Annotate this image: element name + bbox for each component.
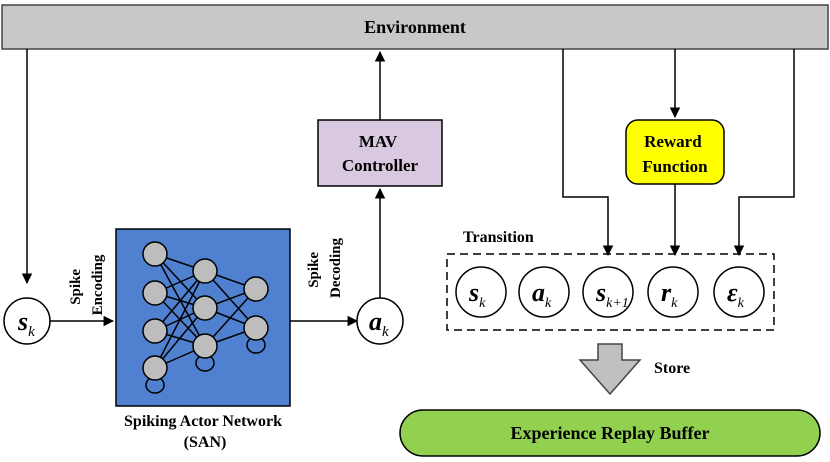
transition-label: Transition (463, 229, 534, 246)
store-label: Store (654, 360, 690, 377)
transition-item-circle (518, 266, 570, 318)
network-connection (154, 307, 206, 369)
neuron (192, 258, 218, 284)
network-neurons (142, 241, 269, 394)
env-to-next-state-arrow (562, 49, 614, 257)
transition-item-circle (582, 266, 634, 318)
env-to-epsilon-arrow (733, 49, 795, 257)
transition-item-label: sk+1 (595, 278, 629, 311)
transition-item-label: sk (468, 278, 486, 311)
neuron (142, 241, 168, 267)
environment-label: Environment (364, 17, 466, 37)
neuron (142, 355, 168, 381)
environment-box (1, 4, 829, 50)
transition-item-circle (647, 266, 699, 318)
transition-item-label: ak (532, 278, 552, 311)
state-node-label: sk (17, 307, 35, 340)
network-caption: Spiking Actor Network (SAN) (124, 413, 286, 451)
neuron (192, 295, 218, 321)
neuron (243, 276, 269, 302)
network-connection (154, 270, 206, 369)
neuron (192, 333, 218, 359)
mav-controller-box (317, 119, 443, 187)
reward-function-label: Reward Function (642, 132, 708, 176)
transition-items: sk ak sk+1 rk εk (455, 266, 765, 318)
spike-encoding-label: Spike Encoding (68, 254, 106, 315)
experience-replay-buffer (399, 409, 821, 457)
action-node-label: ak (369, 307, 389, 340)
store-arrow (578, 343, 642, 396)
transition-item-label: εk (727, 278, 745, 311)
neuron (142, 280, 168, 306)
transition-box (446, 253, 775, 331)
experience-replay-buffer-label: Experience Replay Buffer (511, 423, 710, 443)
transition-item-circle (713, 266, 765, 318)
neuron (243, 315, 269, 341)
mav-controller-label: MAV Controller (342, 132, 419, 175)
spike-decoding-label: Spike Decoding (306, 238, 344, 299)
transition-item-circle (455, 266, 507, 318)
transition-item-label: rk (661, 278, 678, 311)
network-connection (154, 270, 206, 332)
neuron (142, 318, 168, 344)
